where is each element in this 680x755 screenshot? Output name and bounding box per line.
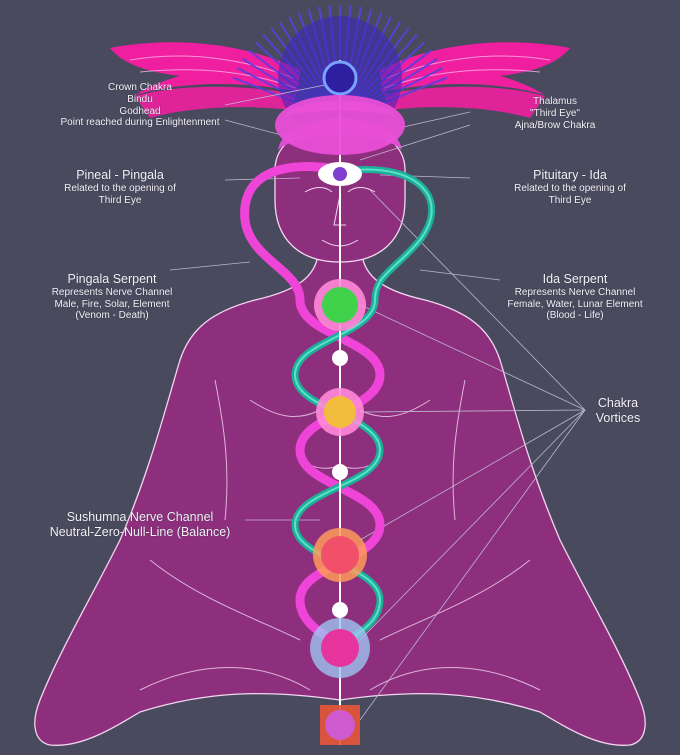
pingala-serpent-label: Pingala Serpent Represents Nerve Channel… — [22, 272, 202, 322]
pingala-line-2: Male, Fire, Solar, Element — [54, 298, 170, 310]
ida-line-1: Represents Nerve Channel — [514, 286, 636, 298]
sushumna-title: Sushumna Nerve Channel — [66, 510, 214, 524]
pineal-line-1: Related to the opening of — [64, 182, 176, 194]
node-dot — [332, 350, 348, 366]
pituitary-line-1: Related to the opening of — [514, 182, 626, 194]
crown-chakra-label: Crown Chakra Bindu Godhead Point reached… — [40, 82, 240, 129]
pituitary-title: Pituitary - Ida — [533, 168, 607, 182]
sushumna-label: Sushumna Nerve Channel Neutral-Zero-Null… — [20, 510, 260, 540]
crown-godhead: Godhead — [119, 105, 161, 117]
third-eye-text: "Third Eye" — [530, 107, 580, 119]
ida-line-2: Female, Water, Lunar Element — [507, 298, 643, 310]
thalamus-title: Thalamus — [533, 96, 577, 107]
heart-chakra — [316, 388, 364, 436]
pingala-title: Pingala Serpent — [67, 272, 157, 286]
ida-serpent-label: Ida Serpent Represents Nerve Channel Fem… — [490, 272, 660, 322]
right-wing — [380, 42, 570, 118]
pituitary-line-2: Third Eye — [548, 194, 592, 206]
pingala-line-3: (Venom - Death) — [75, 310, 149, 322]
sushumna-subtitle: Neutral-Zero-Null-Line (Balance) — [49, 524, 231, 539]
throat-chakra — [314, 279, 366, 331]
crown-enlightenment: Point reached during Enlightenment — [60, 117, 220, 129]
pineal-line-2: Third Eye — [98, 194, 142, 206]
node-dot — [332, 602, 348, 618]
left-wing — [110, 42, 300, 118]
ida-title: Ida Serpent — [542, 272, 608, 286]
pituitary-label: Pituitary - Ida Related to the opening o… — [470, 168, 670, 206]
ajna-text: Ajna/Brow Chakra — [514, 119, 596, 131]
crown-chakra — [275, 60, 405, 155]
solar-plexus-chakra — [313, 528, 367, 582]
crown-bindu: Bindu — [127, 93, 153, 105]
root-chakra — [320, 705, 360, 745]
crown-title: Crown Chakra — [108, 82, 172, 93]
ida-line-3: (Blood - Life) — [546, 310, 604, 322]
chakra-vortices-label: Chakra Vortices — [578, 396, 658, 426]
node-dot — [332, 464, 348, 480]
third-eye-chakra — [318, 162, 362, 186]
thalamus-label: Thalamus "Third Eye" Ajna/Brow Chakra — [480, 96, 630, 131]
vortices-line-2: Vortices — [595, 410, 641, 425]
pineal-label: Pineal - Pingala Related to the opening … — [20, 168, 220, 206]
vortices-line-1: Chakra — [597, 396, 639, 410]
pointer-lines — [169, 83, 586, 721]
pingala-line-1: Represents Nerve Channel — [51, 286, 173, 298]
sacral-chakra — [310, 618, 370, 678]
pineal-title: Pineal - Pingala — [76, 168, 164, 182]
